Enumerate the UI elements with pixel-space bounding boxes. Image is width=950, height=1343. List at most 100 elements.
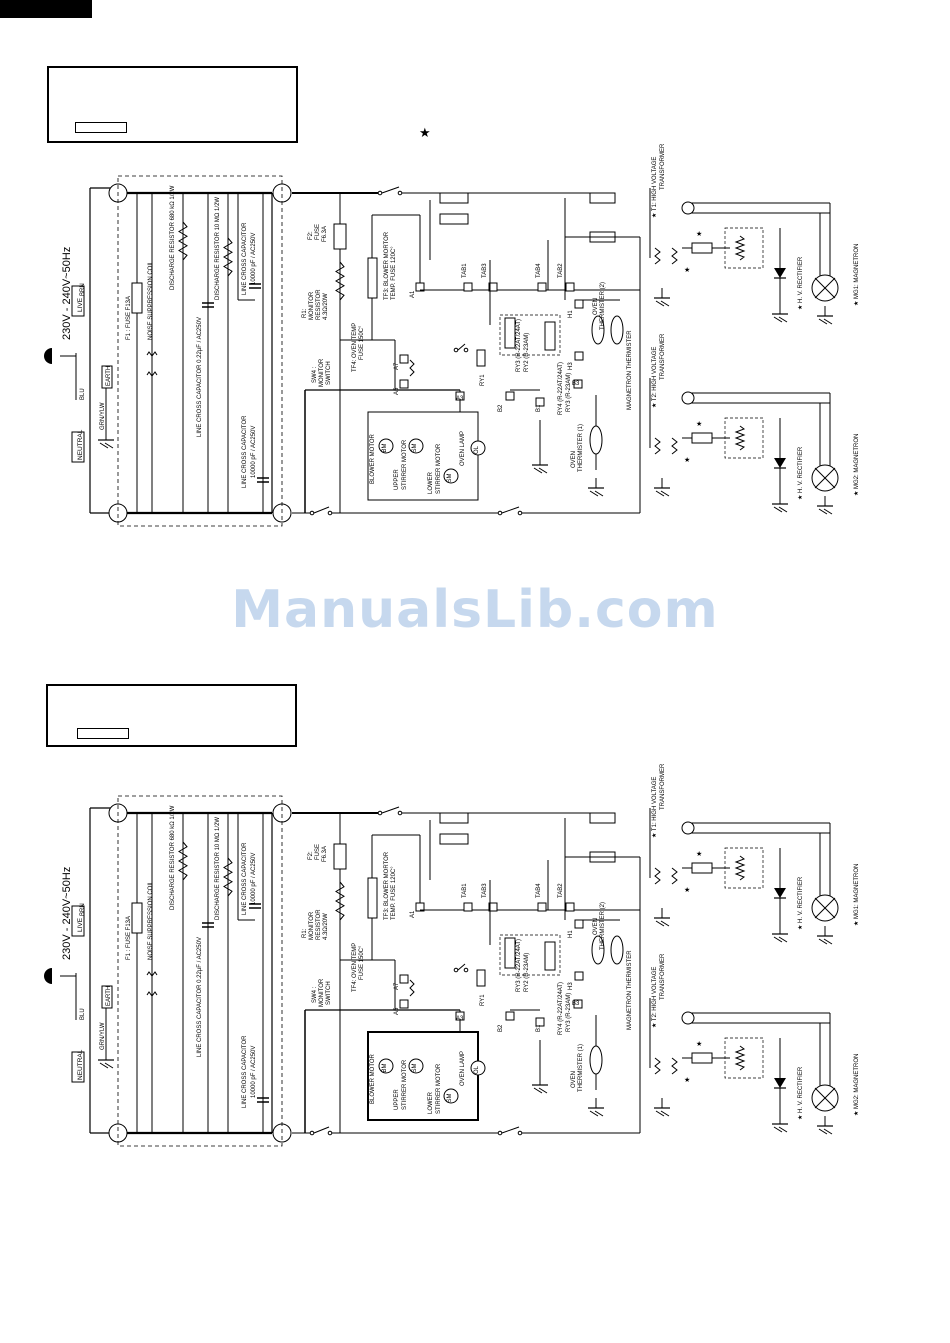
label-tf3-2: TEMP. FUSE 120C° bbox=[391, 246, 397, 300]
label-tf4-1: TF4: OVEN TEMP bbox=[352, 323, 358, 372]
ground-hatch bbox=[773, 936, 783, 943]
label-star: ★ bbox=[684, 266, 690, 274]
relay-coil-symbol bbox=[409, 979, 415, 997]
label-a3: A3 bbox=[456, 1016, 464, 1022]
label-f2-fuse3: F6.3A bbox=[322, 226, 328, 242]
label-line-cross-022: LINE CROSS CAPACITOR 0.22μF / AC250V bbox=[197, 937, 203, 1057]
label-f2-fuse: F2: bbox=[308, 231, 314, 240]
motor-label-sm: SM bbox=[412, 1063, 418, 1072]
discharge-resistor-10M bbox=[223, 237, 233, 277]
label-ry4-2: RY3 (R-23AM) bbox=[566, 993, 572, 1032]
label-tab2: TAB2 bbox=[558, 883, 564, 898]
label-t1: ★ T1: HIGH VOLTAGE bbox=[651, 157, 658, 218]
ground-hatch bbox=[660, 920, 670, 927]
magnetron-cross bbox=[814, 467, 836, 489]
label-tab4: TAB4 bbox=[536, 883, 542, 898]
label-t2: ★ T2: HIGH VOLTAGE bbox=[651, 347, 658, 408]
label-tab3: TAB3 bbox=[482, 263, 488, 278]
hv-capacitor-outline bbox=[724, 417, 764, 459]
label-oven-th2-2: THERMISTER (2) bbox=[600, 282, 606, 330]
info-box-bottom-field bbox=[77, 728, 129, 739]
label-oven-th1-2: THERMISTER (1) bbox=[578, 1044, 584, 1092]
label-star: ★ bbox=[696, 230, 702, 238]
label-upper-stirrer-1: UPPER bbox=[394, 1089, 400, 1110]
discharge-resistor-10M bbox=[223, 857, 233, 897]
door-switch bbox=[501, 1126, 520, 1134]
label-mg2: ★ MG2: MAGNETRON bbox=[853, 434, 860, 496]
terminal-a5 bbox=[399, 379, 409, 389]
hv-bleeder-resistor bbox=[734, 1045, 746, 1071]
label-blower-motor: BLOWER MOTOR bbox=[370, 1053, 376, 1104]
label-h1: H1 bbox=[568, 930, 574, 938]
label-b1: B1 bbox=[536, 404, 542, 412]
label-a5: A5 bbox=[394, 1007, 400, 1015]
ground-hatch bbox=[104, 1062, 114, 1069]
label-ry4-2: RY3 (R-23AM) bbox=[566, 373, 572, 412]
label-upper-stirrer-2: STIRRER MOTOR bbox=[402, 439, 408, 490]
noise-coil-symbol bbox=[146, 971, 158, 977]
label-a7: A7 bbox=[394, 362, 400, 370]
relay-group-outline bbox=[499, 934, 561, 976]
hv-capacitor-outline bbox=[724, 227, 764, 269]
hv-capacitor-outline bbox=[724, 1037, 764, 1079]
label-oven-th1-1: OVEN bbox=[571, 451, 577, 468]
label-discharge-10m: DISCHARGE RESISTOR 10 MΩ 1/2W bbox=[215, 197, 221, 300]
hv-coil-loop bbox=[681, 391, 695, 405]
hv-capacitor-outline bbox=[724, 847, 764, 889]
label-line-cross-10000b2: 10000 pF / AC250V bbox=[251, 1046, 257, 1098]
info-box-top bbox=[47, 66, 298, 143]
label-tf4-2: FUSE 150C° bbox=[359, 945, 365, 980]
label-tab1: TAB1 bbox=[462, 263, 468, 278]
ground-hatch bbox=[589, 490, 599, 497]
live-label-box bbox=[71, 285, 85, 317]
label-mg2: ★ MG2: MAGNETRON bbox=[853, 1054, 860, 1116]
mains-terminal bbox=[108, 503, 128, 523]
ground-hatch bbox=[823, 508, 833, 515]
label-h3: H3 bbox=[568, 362, 574, 370]
hv-fuse bbox=[691, 862, 713, 874]
label-h3: H3 bbox=[568, 982, 574, 990]
hv-coil-loop bbox=[681, 821, 695, 835]
transformer-secondary bbox=[671, 1057, 678, 1075]
info-box-bottom bbox=[46, 684, 297, 747]
label-star: ★ bbox=[684, 1076, 690, 1084]
fuse-f1 bbox=[131, 902, 143, 934]
relay-ry3-box bbox=[504, 317, 516, 349]
switch-contact bbox=[453, 967, 459, 973]
terminal-b2 bbox=[505, 1011, 515, 1021]
transformer-primary bbox=[654, 867, 661, 885]
diode-symbol bbox=[774, 458, 786, 468]
fuse-f2 bbox=[333, 223, 347, 250]
label-live: LIVE bbox=[77, 297, 84, 312]
label-tf4-2: FUSE 150C° bbox=[359, 325, 365, 360]
monitor-resistor-r1 bbox=[335, 261, 345, 301]
fuse-cartridge bbox=[589, 192, 616, 204]
label-line-cross-022: LINE CROSS CAPACITOR 0.22μF / AC250V bbox=[197, 317, 203, 437]
ground-hatch bbox=[773, 1126, 783, 1133]
motor-label-sm: SM bbox=[447, 473, 453, 482]
label-ry4-1: RY4 (R-22AT/24AT) bbox=[558, 362, 564, 415]
label-star: ★ bbox=[684, 456, 690, 464]
label-ry3-1: RY3 (R-22AT/24AT) bbox=[516, 319, 522, 372]
magnetron-thermister bbox=[610, 935, 624, 965]
label-hv-rect: ★ H. V. RECTIFIER bbox=[797, 1066, 804, 1120]
label-sw4-1: SW4 : bbox=[312, 366, 318, 383]
ground-hatch bbox=[655, 920, 665, 927]
relay-ry3-box bbox=[504, 937, 516, 969]
label-f2-fuse2: FUSE bbox=[315, 224, 321, 240]
label-noise-coil: NOISE SUPPRESSION COIL bbox=[148, 260, 154, 340]
ground-hatch bbox=[778, 936, 788, 943]
label-neutral: NEUTRAL bbox=[77, 1049, 84, 1080]
label-star: ★ bbox=[696, 420, 702, 428]
label-line-cross-10000b2: 10000 pF / AC250V bbox=[251, 426, 257, 478]
motors-block bbox=[367, 1031, 479, 1121]
label-live: LIVE bbox=[77, 917, 84, 932]
diode-symbol bbox=[774, 888, 786, 898]
relay-ry1 bbox=[476, 969, 486, 987]
noise-coil-symbol bbox=[146, 351, 158, 357]
label-upper-stirrer-1: UPPER bbox=[394, 469, 400, 490]
hv-fuse bbox=[691, 1052, 713, 1064]
ground-hatch bbox=[823, 318, 833, 325]
label-line-cross-10000a: LINE CROSS CAPACITOR bbox=[242, 222, 248, 295]
ground-hatch bbox=[660, 300, 670, 307]
